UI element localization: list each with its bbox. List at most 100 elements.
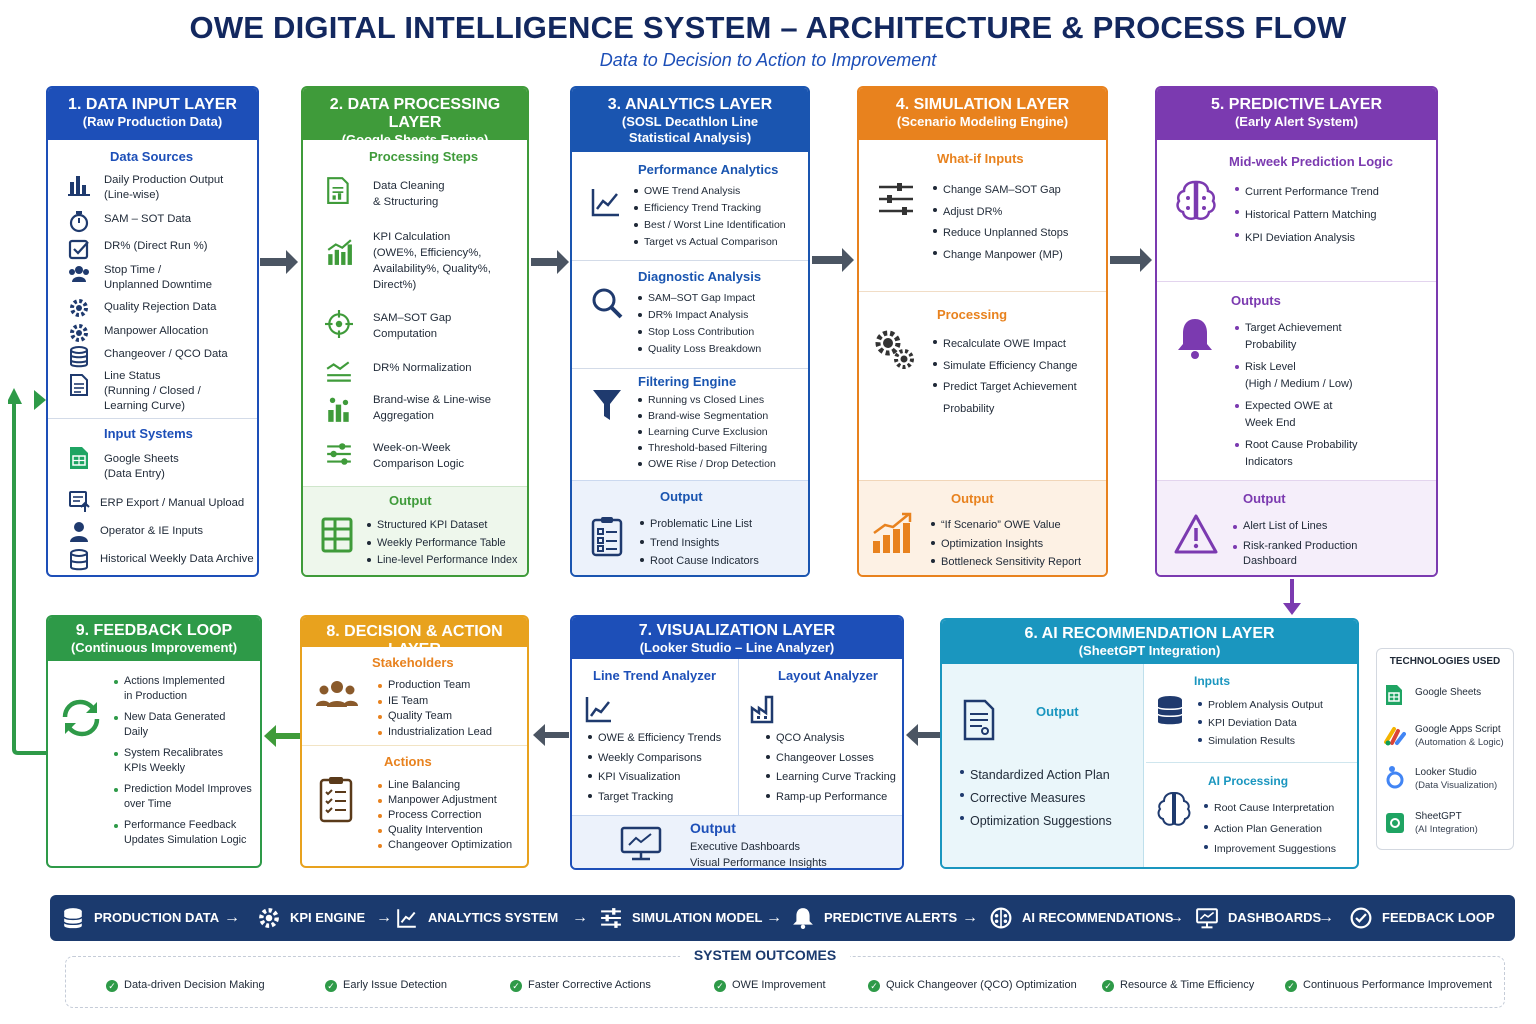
list-item: IE Team (378, 694, 492, 710)
section-title: Stakeholders (372, 655, 454, 670)
tech-name: SheetGPT (1415, 811, 1462, 822)
check-icon: ✓ (714, 980, 726, 992)
sheetgpt-icon (1386, 813, 1404, 833)
list-item: New Data Generated Daily (114, 710, 252, 740)
predictive-layer: 5. PREDICTIVE LAYER(Early Alert System) … (1155, 86, 1438, 577)
people-group-icon (316, 681, 358, 707)
system-outcomes-title: SYSTEM OUTCOMES (680, 947, 850, 963)
outcome-item: ✓ Quick Changeover (QCO) Optimization (868, 979, 1077, 992)
layer-title: 6. AI RECOMMENDATION LAYER (1024, 625, 1275, 642)
list-item: Quality Team (378, 709, 492, 725)
list-item: Problem Analysis Output (1198, 696, 1323, 714)
list-item: Running vs Closed Lines (638, 392, 776, 408)
funnel-icon (593, 390, 621, 420)
list-item: Changeover Losses (766, 749, 896, 769)
section-title: Outputs (1231, 293, 1281, 308)
apps-script-icon (1384, 727, 1406, 746)
list-item: Stop Loss Contribution (638, 324, 761, 341)
list-item: Historical Pattern Matching (1235, 204, 1379, 227)
magnifier-icon (592, 288, 623, 319)
section-title: Layout Analyzer (778, 668, 878, 683)
section-title: Diagnostic Analysis (638, 269, 762, 284)
list-item: DR% Impact Analysis (638, 307, 761, 324)
list-item: Optimization Suggestions (960, 810, 1112, 833)
data-source-item: Stop Time / Unplanned Downtime (104, 264, 213, 291)
list-item: OWE & Efficiency Trends (588, 729, 721, 749)
checklist-icon (591, 517, 623, 557)
ai-recommendation-layer: 6. AI RECOMMENDATION LAYER(SheetGPT Inte… (940, 618, 1359, 869)
check-icon: ✓ (510, 980, 522, 992)
list-item: Root Cause Indicators (640, 552, 759, 571)
flow-step: DASHBOARDS (1228, 910, 1322, 925)
check-icon: ✓ (1285, 980, 1297, 992)
layer-subtitle: (Continuous Improvement) (70, 640, 238, 655)
people-icon (68, 262, 90, 286)
section-title: Line Trend Analyzer (593, 668, 717, 683)
gear-icon (258, 907, 280, 929)
document-icon (68, 373, 90, 397)
data-source-item: SAM – SOT Data (104, 213, 192, 225)
section-title: Input Systems (104, 426, 193, 441)
section-title: AI Processing (1208, 774, 1289, 788)
list-item: Weekly Comparisons (588, 749, 721, 769)
outcome-item: ✓Resource & Time Efficiency (1102, 979, 1254, 992)
aggregate-icon (325, 396, 353, 424)
outcome-label: Quick Changeover (QCO) Optimization (886, 979, 1077, 991)
outcome-label: Early Issue Detection (343, 979, 447, 991)
layer-subtitle: (Looker Studio – Line Analyzer) (639, 640, 835, 655)
list-item: Predict Target Achievement Probability (933, 377, 1077, 420)
stopwatch-icon (68, 210, 90, 234)
list-item: “If Scenario” OWE Value (931, 516, 1081, 535)
list-item: Learning Curve Exclusion (638, 424, 776, 440)
section-title: Filtering Engine (638, 374, 737, 389)
analytics-layer: 3. ANALYTICS LAYER(SOSL Decathlon Line S… (570, 86, 810, 577)
data-source-item: DR% (Direct Run %) (104, 240, 208, 252)
flow-step-arrow: → (962, 909, 978, 926)
list-item: Line Balancing (378, 778, 512, 793)
section-title: Processing (937, 307, 1008, 322)
flow-step-arrow: → (376, 909, 392, 926)
list-item: Weekly Performance Table (367, 535, 517, 553)
list-item: QCO Analysis (766, 729, 896, 749)
flow-arrow-3-4 (812, 248, 854, 272)
list-item: Bottleneck Sensitivity Report (931, 553, 1081, 572)
output-title: Output (389, 493, 432, 508)
refresh-icon (62, 699, 100, 737)
flow-arrow-5-6 (1283, 579, 1301, 615)
gear-icon (68, 321, 90, 345)
decision-action-layer: 8. DECISION & ACTION LAYER Stakeholders … (300, 615, 529, 868)
tech-name: Google Apps Script (1415, 724, 1501, 735)
flow-step-arrow: → (1168, 909, 1184, 926)
factory-icon (750, 695, 774, 724)
page-title: OWE DIGITAL INTELLIGENCE SYSTEM – ARCHIT… (189, 10, 1347, 45)
data-input-layer: 1. DATA INPUT LAYER(Raw Production Data)… (46, 86, 259, 577)
outcome-item: ✓OWE Improvement (714, 979, 826, 992)
input-system-item: Google Sheets (Data Entry) (104, 453, 179, 480)
flow-arrow-2-3 (531, 250, 569, 274)
layer-subtitle: (Raw Production Data) (82, 114, 223, 129)
list-item: Expected OWE at Week End (1235, 398, 1358, 431)
tech-name: Looker Studio (1415, 767, 1477, 778)
monitor-icon (620, 826, 662, 861)
brain-icon (1176, 180, 1216, 220)
list-item: Change SAM–SOT Gap (933, 180, 1068, 202)
simulation-layer: 4. SIMULATION LAYER(Scenario Modeling En… (857, 86, 1108, 577)
list-item: Best / Worst Line Identification (634, 217, 786, 234)
list-item: Recalculate OWE Impact (933, 334, 1077, 356)
flow-step: AI RECOMMENDATIONS (1022, 910, 1174, 925)
list-item: Quality Intervention (378, 823, 512, 838)
growth-chart-icon (873, 512, 912, 553)
list-item: Reduce Unplanned Stops (933, 223, 1068, 245)
output-title: Output (690, 820, 736, 836)
list-item: Adjust DR% (933, 202, 1068, 224)
check-icon: ✓ (868, 980, 880, 992)
list-item: OWE Rise / Drop Detection (638, 456, 776, 472)
sliders-icon (879, 183, 913, 215)
layer-title: 9. FEEDBACK LOOP (75, 622, 233, 639)
flow-arrow-7-8 (533, 724, 569, 746)
layer-header: 8. DECISION & ACTION LAYER (302, 617, 527, 658)
